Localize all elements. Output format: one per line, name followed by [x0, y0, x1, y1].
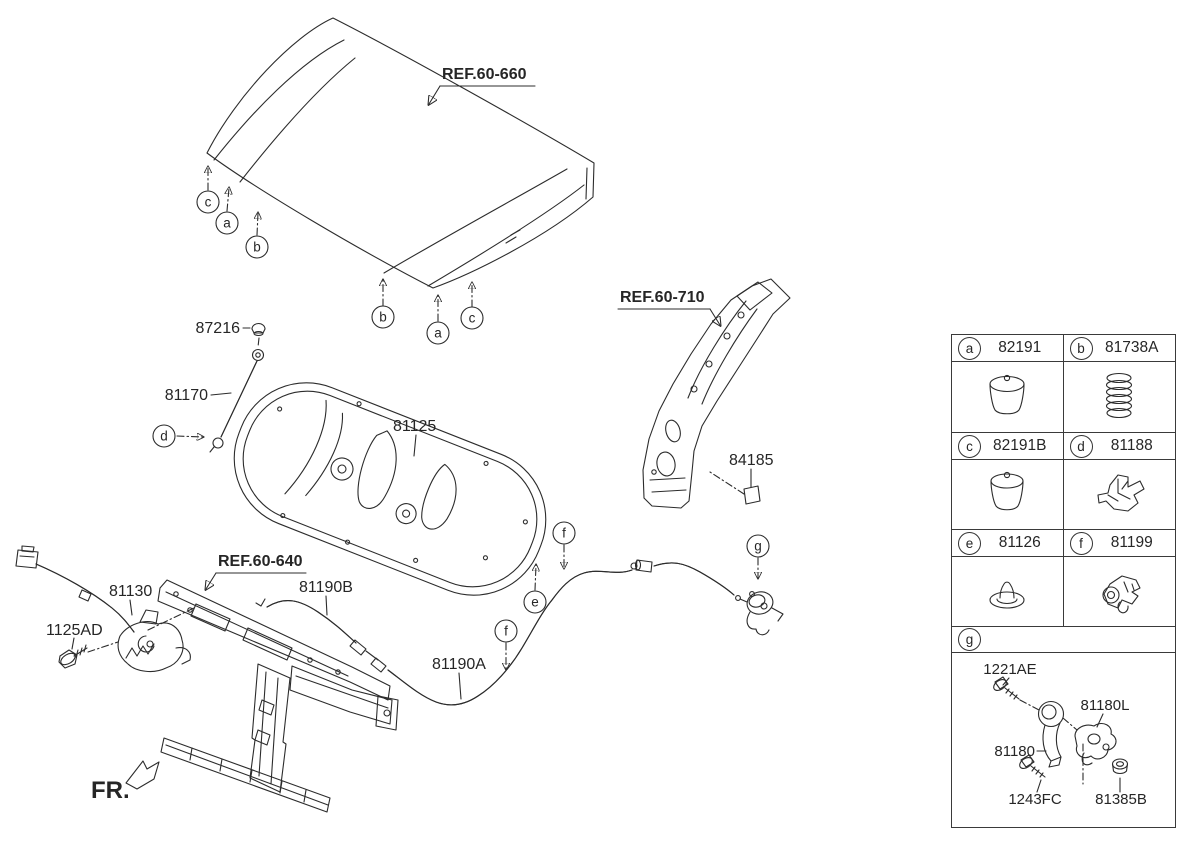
callout-badge-g: g [958, 628, 981, 651]
svg-text:f: f [562, 526, 566, 541]
svg-text:b: b [253, 240, 261, 255]
cable-clip-icon [1102, 574, 1141, 613]
callout-badge-d: d [1069, 434, 1093, 458]
hood-panel-drawing [206, 17, 595, 289]
bolt-1125AD-drawing [58, 644, 88, 669]
tape-84185-label[interactable]: 84185 [729, 452, 774, 469]
callout-b-front[interactable]: b [371, 280, 395, 329]
legend-item-d[interactable]: d 81188 [1063, 433, 1175, 460]
cable-81190B-drawing [255, 598, 387, 673]
legend-item-g[interactable]: g [952, 627, 1175, 653]
ref-60-660-label[interactable]: REF.60-660 [442, 66, 527, 83]
clip-87216-drawing [251, 322, 266, 337]
cable-81190A-drawing [387, 559, 748, 706]
clip-87216-label[interactable]: 87216 [196, 320, 241, 337]
rod-81170-label[interactable]: 81170 [165, 387, 208, 404]
pad-81125-label[interactable]: 81125 [393, 418, 436, 435]
nut-81385B-label[interactable]: 81385B [1095, 791, 1147, 808]
insulator-pad-drawing [233, 382, 547, 596]
svg-text:f: f [504, 624, 508, 639]
legend-thumb-b [1063, 362, 1175, 433]
svg-text:e: e [531, 595, 539, 610]
rubber-bumper-icon [990, 471, 1024, 510]
latch-81130-drawing [15, 545, 197, 673]
callout-badge-e: e [958, 531, 981, 555]
latch-81130-label[interactable]: 81130 [109, 583, 152, 600]
fr-direction-indicator: FR. [91, 760, 160, 804]
prop-rod-drawing [209, 348, 265, 453]
svg-text:d: d [160, 429, 168, 444]
legend-thumb-f [1063, 557, 1175, 627]
callout-badge-f: f [1069, 531, 1093, 555]
callout-c-rear[interactable]: c [196, 167, 220, 214]
support-ref-link[interactable]: REF.60-640 [206, 553, 307, 589]
callout-badge-b: b [1069, 336, 1093, 360]
svg-text:a: a [434, 326, 442, 341]
grommet-plug-icon [989, 581, 1025, 609]
ribbed-bumper-icon [1106, 372, 1133, 419]
callout-f-upper[interactable]: f [552, 521, 576, 568]
legend-item-c[interactable]: c 82191B [952, 433, 1064, 460]
callout-g[interactable]: g [746, 534, 770, 578]
svg-text:b: b [379, 310, 387, 325]
cowl-side-panel-drawing [642, 278, 791, 509]
bolt-1221AE-label[interactable]: 1221AE [983, 661, 1036, 678]
legend-thumb-c [952, 460, 1064, 530]
callout-badge-a: a [958, 336, 981, 360]
cowl-ref-link[interactable]: REF.60-710 [617, 289, 720, 325]
radiator-support-drawing [157, 579, 399, 813]
svg-text:g: g [754, 539, 762, 554]
part-number: 82191 [998, 339, 1042, 356]
hood-ref-link[interactable]: REF.60-660 [429, 66, 536, 104]
ref-60-640-label[interactable]: REF.60-640 [218, 553, 303, 570]
legend-thumb-e [952, 557, 1064, 627]
part-number: 82191B [993, 437, 1047, 454]
legend-group-g-detail: 1221AE 81180 81180L [952, 653, 1175, 827]
legend-table: a 82191 b 81738A c [951, 334, 1176, 828]
part-number: 81188 [1110, 437, 1153, 454]
ref-60-710-label[interactable]: REF.60-710 [620, 289, 705, 306]
rubber-bumper-icon [989, 374, 1025, 415]
legend-thumb-d [1063, 460, 1175, 530]
part-number: 81126 [998, 534, 1041, 551]
tape-84185-drawing [709, 471, 761, 505]
svg-text:c: c [469, 311, 476, 326]
callout-d[interactable]: d [152, 424, 203, 448]
fr-label: FR. [91, 777, 130, 804]
cable-81190A-label[interactable]: 81190A [432, 656, 486, 673]
legend-item-a[interactable]: a 82191 [952, 335, 1064, 362]
bolt-1243FC-label[interactable]: 1243FC [1008, 791, 1062, 808]
callout-a-rear[interactable]: a [215, 188, 239, 235]
cable-81190B-label[interactable]: 81190B [299, 579, 353, 596]
part-number: 81199 [1110, 534, 1153, 551]
callout-c-front[interactable]: c [460, 283, 484, 330]
callout-badge-c: c [958, 434, 981, 458]
fr-arrow-icon [125, 760, 160, 790]
callout-b-rear[interactable]: b [245, 213, 269, 259]
legend-item-b[interactable]: b 81738A [1063, 335, 1175, 362]
legend-thumb-a [952, 362, 1064, 433]
callout-f-lower[interactable]: f [494, 619, 518, 669]
callout-a-front[interactable]: a [426, 296, 450, 345]
sheet-clip-icon [1097, 473, 1145, 512]
svg-text:a: a [223, 216, 231, 231]
bolt-1125AD-label[interactable]: 1125AD [46, 622, 103, 639]
legend-item-e[interactable]: e 81126 [952, 530, 1064, 557]
bracket-81180-label[interactable]: 81180 [994, 743, 1035, 760]
svg-text:c: c [205, 195, 212, 210]
handle-81180L-label[interactable]: 81180L [1080, 697, 1129, 714]
handle-assembly-drawing: 1221AE 81180 81180L [983, 661, 1147, 808]
callout-e[interactable]: e [523, 565, 547, 614]
release-handle-drawing [746, 591, 784, 636]
part-number: 81738A [1105, 339, 1159, 356]
legend-item-f[interactable]: f 81199 [1063, 530, 1175, 557]
